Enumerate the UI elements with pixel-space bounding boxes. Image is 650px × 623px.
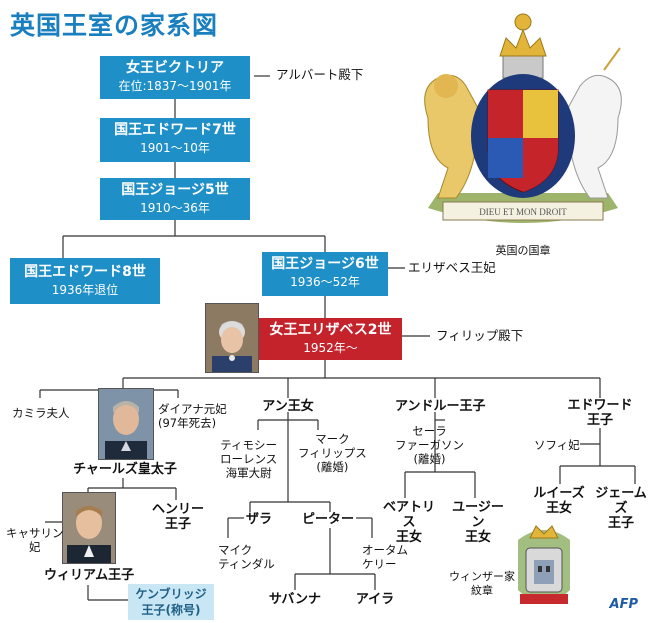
spouse-autumn: オータム ケリー [362,543,408,571]
george6-name: 国王ジョージ6世 [271,256,379,272]
person-james: ジェームズ 王子 [595,486,647,531]
edward8-box: 国王エドワード8世 1936年退位 [10,258,160,304]
victoria-years: 在位:1837〜1901年 [118,79,232,93]
spouse-sarah: セーラ ファーガソン (離婚) [395,424,464,466]
george5-years: 1910〜36年 [140,201,210,215]
george5-box: 国王ジョージ5世 1910〜36年 [100,178,250,220]
george6-years: 1936〜52年 [290,275,360,289]
spouse-catherine: キャサリン 妃 [6,526,64,554]
person-beatrice: ベアトリス 王女 [382,500,435,545]
spouse-philip: フィリップ殿下 [436,328,524,343]
victoria-name: 女王ビクトリア [126,60,224,76]
person-isla: アイラ [355,592,395,607]
spouse-timothy: ティモシー ローレンス 海軍大尉 [220,438,278,480]
spouse-albert: アルバート殿下 [276,67,364,82]
person-savannah: サバンナ [268,592,322,607]
person-charles: チャールズ皇太子 [73,462,177,477]
person-edward: エドワード 王子 [567,398,633,428]
royal-coat-of-arms: DIEU ET MON DROIT [424,13,622,223]
afp-logo: AFP [609,597,638,612]
person-eugenie: ユージーン 王女 [452,500,504,545]
elizabeth2-box: 女王エリザベス2世 1952年〜 [259,318,402,360]
person-william: ウィリアム王子 [44,568,135,583]
charles-portrait [98,388,154,460]
george5-name: 国王ジョージ5世 [121,182,229,198]
george6-box: 国王ジョージ6世 1936〜52年 [262,252,388,296]
victoria-box: 女王ビクトリア 在位:1837〜1901年 [100,56,250,99]
elizabeth-portrait [205,303,259,373]
cambridge-title-box: ケンブリッジ 王子(称号) [128,584,214,620]
spouse-diana: ダイアナ元妃 (97年死去) [158,402,227,430]
edward8-years: 1936年退位 [51,283,119,297]
spouse-mike: マイク ティンダル [218,543,275,571]
edward8-name: 国王エドワード8世 [24,264,146,280]
spouse-mark: マーク フィリップス (離婚) [298,432,367,474]
person-louise: ルイーズ 王女 [533,486,585,516]
person-peter: ピーター [301,512,354,527]
spouse-sophie: ソフィ妃 [534,438,580,452]
edward7-name: 国王エドワード7世 [114,122,236,138]
coat-caption: 英国の国章 [495,244,551,257]
windsor-caption: ウィンザー家 紋章 [449,570,515,597]
windsor-arms [518,525,570,604]
person-henry: ヘンリー 王子 [151,502,204,532]
william-portrait [62,492,116,564]
spouse-queen-mother: エリザベス王妃 [408,260,496,275]
page-title: 英国王室の家系図 [10,11,219,40]
edward7-box: 国王エドワード7世 1901〜10年 [100,118,250,162]
elizabeth2-years: 1952年〜 [303,341,358,355]
edward7-years: 1901〜10年 [140,141,210,155]
coat-motto: DIEU ET MON DROIT [479,207,567,217]
spouse-camilla: カミラ夫人 [12,406,70,420]
person-andrew: アンドルー王子 [395,399,486,414]
elizabeth2-name: 女王エリザベス2世 [269,322,392,338]
person-anne: アン王女 [262,399,314,414]
person-zara: ザラ [245,512,272,527]
